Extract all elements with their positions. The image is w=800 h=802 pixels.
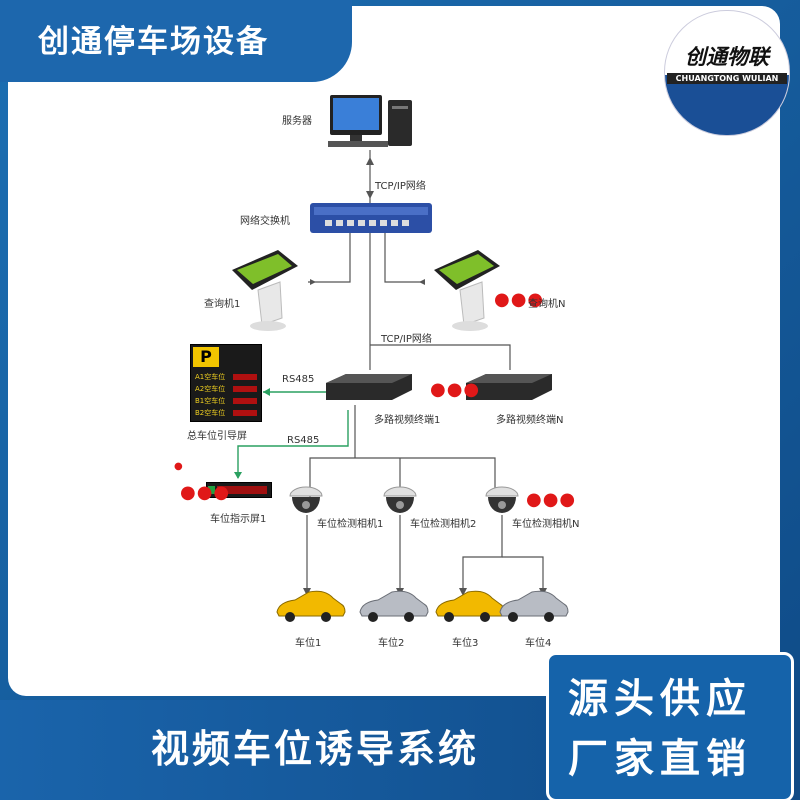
ellipsis-kiosks: ●●● (494, 289, 545, 310)
video-terminal-1-icon (326, 374, 412, 400)
label-spot-4: 车位4 (525, 638, 552, 649)
kiosk-1-icon (232, 250, 298, 331)
label-camera-2: 车位检测相机2 (410, 519, 477, 530)
car-2-icon (359, 590, 429, 622)
car-1-icon (276, 590, 346, 622)
brand-logo: 创通物联 CHUANGTONG WULIAN (664, 10, 790, 136)
logo-blue-half (665, 75, 789, 135)
switch-icon (310, 203, 432, 233)
guide-bar-b1 (233, 398, 257, 404)
total-guide-screen: P A1空车位 A2空车位 B1空车位 B2空车位 (190, 344, 262, 422)
promo-badge (546, 652, 794, 802)
label-indicator-1: 车位指示屏1 (210, 514, 267, 525)
guide-bar-a2 (233, 386, 257, 392)
label-kiosk-1: 查询机1 (204, 299, 241, 310)
label-terminal-n: 多路视频终端N (496, 415, 564, 426)
logo-subtitle: CHUANGTONG WULIAN (667, 73, 787, 84)
connection-lines (306, 150, 544, 592)
parking-p-sign: P (193, 347, 219, 367)
car-3-icon (435, 590, 505, 622)
label-terminal-1: 多路视频终端1 (374, 415, 441, 426)
company-name: 创通停车场设备 (38, 24, 269, 60)
label-camera-1: 车位检测相机1 (317, 519, 384, 530)
label-tcpip-mid: TCP/IP网络 (381, 334, 432, 345)
video-terminal-n-icon (466, 374, 552, 400)
label-kiosk-n: 查询机N (528, 299, 566, 310)
system-title: 视频车位诱导系统 (150, 727, 479, 771)
kiosk-n-icon (434, 250, 500, 331)
promo-line-1: 源头供应 (568, 676, 752, 722)
indicator-green-block (208, 486, 215, 494)
promo-line-2: 厂家直销 (568, 736, 752, 782)
guide-row-b2: B2空车位 (195, 409, 226, 417)
ellipsis-terminals: ●●● (430, 379, 481, 400)
guide-bar-a1 (233, 374, 257, 380)
label-camera-n: 车位检测相机N (512, 519, 580, 530)
guide-row-b1: B1空车位 (195, 397, 226, 405)
camera-1-icon (289, 486, 323, 513)
label-spot-3: 车位3 (452, 638, 479, 649)
camera-n-icon (485, 486, 519, 513)
spot-indicator-screen (206, 482, 272, 498)
indicator-red-block (217, 486, 267, 494)
label-switch: 网络交换机 (240, 216, 290, 227)
camera-2-icon (383, 486, 417, 513)
guide-bar-b2 (233, 410, 257, 416)
logo-name: 创通物联 (685, 45, 769, 69)
guide-row-a2: A2空车位 (195, 385, 226, 393)
guide-row-a1: A1空车位 (195, 373, 226, 381)
ellipsis-indicators: ●●● (180, 482, 231, 503)
label-tcpip-top: TCP/IP网络 (375, 181, 426, 192)
company-header-tab (0, 0, 352, 82)
label-spot-1: 车位1 (295, 638, 322, 649)
ellipsis-cameras: ●●● (526, 489, 577, 510)
label-rs485-bottom: RS485 (287, 435, 320, 446)
label-spot-2: 车位2 (378, 638, 405, 649)
rs485-lines (237, 391, 349, 478)
car-4-icon (499, 590, 569, 622)
label-server: 服务器 (282, 116, 312, 127)
server-icon (328, 95, 412, 147)
label-rs485-top: RS485 (282, 374, 315, 385)
label-guide-screen: 总车位引导屏 (187, 431, 247, 442)
dot-indicator-top: ● (174, 461, 184, 472)
